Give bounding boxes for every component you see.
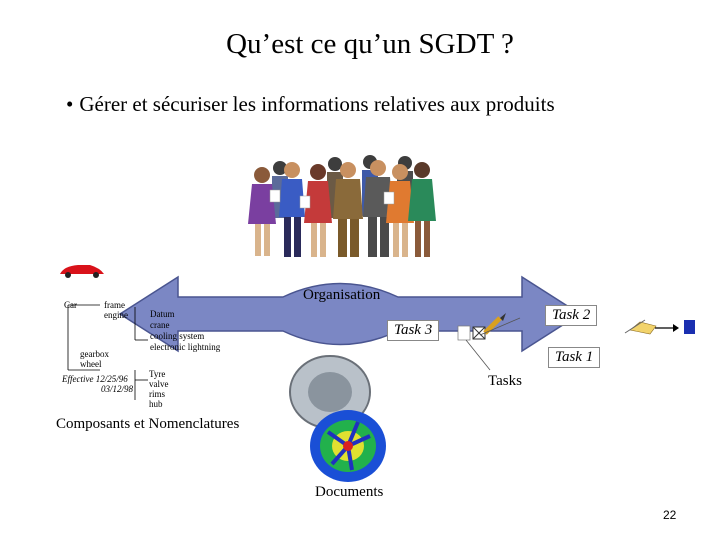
tree-effective-date: Effective 12/25/96 — [62, 374, 128, 384]
people-group-image — [248, 155, 436, 257]
tree-item-rims: rims — [149, 389, 166, 399]
documents-label: Documents — [315, 484, 384, 500]
task-3-box: Task 3 — [387, 320, 440, 341]
task-graphics — [457, 313, 695, 371]
tree-item-frame: frame — [104, 300, 125, 310]
tree-item-tyre: Tyre — [149, 369, 166, 379]
tasks-label: Tasks — [488, 373, 522, 389]
slide-title: Qu’est ce qu’un SGDT ? — [226, 28, 514, 60]
page-number: 22 — [663, 508, 677, 522]
organisation-label: Organisation — [303, 287, 381, 303]
bullet-dot: • — [66, 92, 74, 116]
tree-root-car: Car — [64, 300, 77, 310]
tree-item-gearbox: gearbox — [80, 349, 109, 359]
tree-item-hub: hub — [149, 399, 163, 409]
tree-item-crane: crane — [150, 320, 170, 330]
tree-effective-date-2: 03/12/98 — [101, 384, 134, 394]
bullet-line: •Gérer et sécuriser les informations rel… — [66, 92, 555, 117]
tree-item-valve: valve — [149, 379, 169, 389]
task-2-box: Task 2 — [545, 305, 598, 326]
tree-item-datum: Datum — [150, 309, 175, 319]
tree-item-electronic: electronic lightning — [150, 342, 221, 352]
tree-item-wheel: wheel — [80, 359, 102, 369]
bullet-text: Gérer et sécuriser les informations rela… — [79, 92, 555, 116]
product-tree-lines — [67, 304, 148, 400]
tree-item-engine: engine — [104, 310, 128, 320]
components-label: Composants et Nomenclatures — [56, 416, 240, 432]
car-icon — [60, 265, 104, 278]
tree-item-cooling: cooling system — [150, 331, 205, 341]
task-1-box: Task 1 — [548, 347, 601, 368]
rims-image — [289, 355, 386, 485]
